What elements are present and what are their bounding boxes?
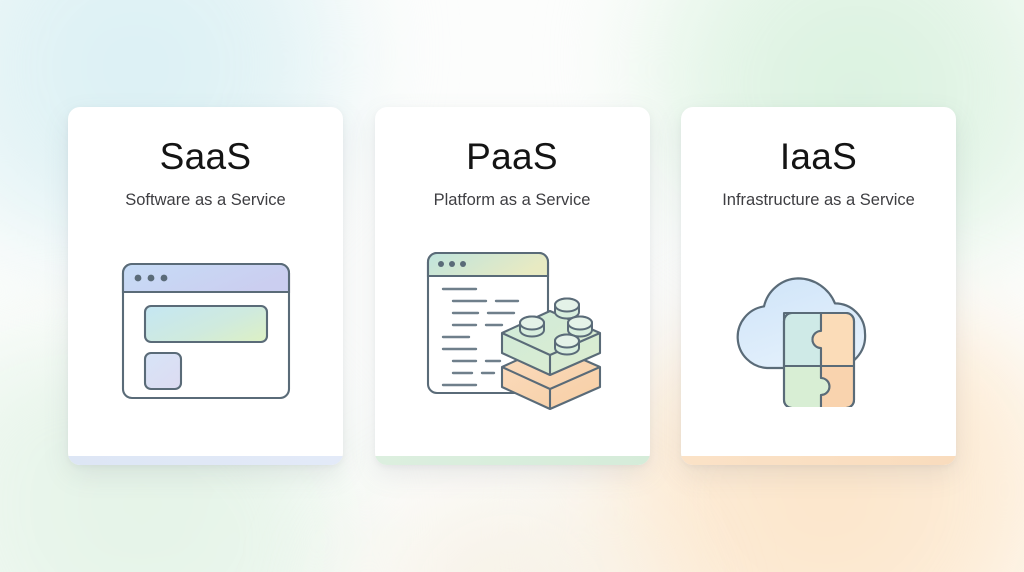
decor-blob-bottom-center bbox=[300, 462, 720, 572]
card-saas[interactable]: SaaS Software as a Service bbox=[68, 107, 343, 465]
card-art-iaas bbox=[681, 210, 956, 465]
service-model-card-row: SaaS Software as a Service bbox=[68, 107, 956, 465]
card-iaas[interactable]: IaaS Infrastructure as a Service bbox=[681, 107, 956, 465]
card-title-saas: SaaS bbox=[159, 136, 252, 177]
card-subtitle-saas: Software as a Service bbox=[125, 190, 286, 209]
card-title-paas: PaaS bbox=[466, 136, 558, 177]
card-accent-saas bbox=[68, 456, 343, 465]
card-paas[interactable]: PaaS Platform as a Service bbox=[374, 107, 650, 465]
card-art-paas bbox=[375, 210, 650, 465]
browser-window-icon bbox=[117, 258, 295, 404]
code-window-and-bricks-icon bbox=[414, 245, 610, 417]
card-accent-paas bbox=[374, 456, 650, 465]
card-art-saas bbox=[68, 210, 343, 465]
card-subtitle-paas: Platform as a Service bbox=[433, 190, 591, 209]
card-accent-iaas bbox=[681, 456, 956, 465]
card-subtitle-iaas: Infrastructure as a Service bbox=[722, 190, 915, 209]
cloud-with-puzzle-icon bbox=[721, 255, 917, 407]
card-title-iaas: IaaS bbox=[779, 136, 858, 177]
